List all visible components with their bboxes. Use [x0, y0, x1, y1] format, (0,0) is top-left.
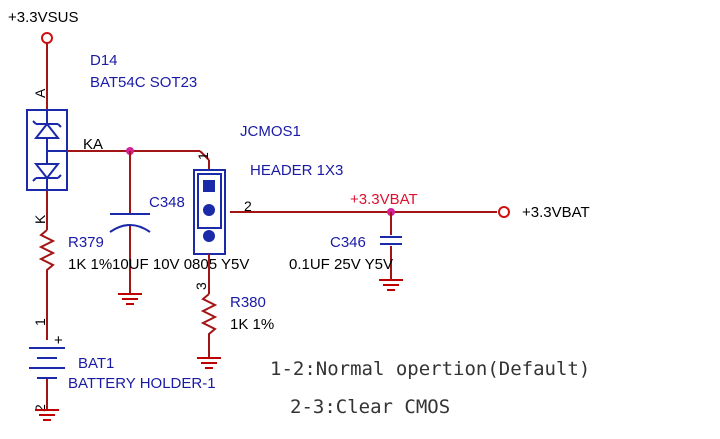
- d14-lower-diode-icon: [33, 163, 61, 180]
- c348-value: 10UF 10V 0805 Y5V: [112, 256, 249, 273]
- r380-value: 1K 1%: [230, 316, 274, 333]
- bat1-ref: BAT1: [78, 355, 114, 372]
- bat1-plus: +: [54, 332, 63, 349]
- vsus-net-label: +3.3VSUS: [8, 9, 78, 26]
- c348-capacitor: C348 10UF 10V 0805 Y5V: [109, 151, 249, 294]
- d14-upper-diode-icon: [33, 122, 61, 139]
- jcmos1-value: HEADER 1X3: [250, 162, 343, 179]
- note-clear-cmos: 2-3:Clear CMOS: [290, 396, 450, 418]
- vsus-power-port: +3.3VSUS: [8, 9, 78, 44]
- d14-pin-k: K: [32, 214, 48, 224]
- jcmos1-pin3-label: 3: [193, 282, 209, 290]
- ka-net-label: KA: [83, 136, 103, 153]
- jcmos1-pin1-square: [203, 180, 215, 192]
- r379-zigzag: [38, 229, 56, 274]
- c346-ref: C346: [330, 234, 366, 251]
- jcmos1-ref: JCMOS1: [240, 123, 301, 140]
- bat1-value: BATTERY HOLDER-1: [68, 375, 216, 392]
- d14-diode: D14 BAT54C SOT23 A K: [26, 52, 197, 224]
- jcmos1-pin3-dot: [203, 230, 215, 242]
- vbat-port-label: +3.3VBAT: [522, 204, 590, 221]
- wire-ka-to-jcmos-pin1: [199, 150, 210, 161]
- vbat-net: +3.3VBAT +3.3VBAT: [230, 191, 590, 221]
- r380-ground-icon: [197, 357, 221, 369]
- jumper-notes: 1-2:Normal opertion(Default) 2-3:Clear C…: [270, 358, 590, 418]
- ka-net: KA: [67, 136, 210, 170]
- d14-value: BAT54C SOT23: [90, 74, 197, 91]
- vsus-port-circle: [41, 32, 53, 44]
- r379-value: 1K 1%: [68, 256, 112, 273]
- r380-resistor: R380 1K 1%: [200, 254, 274, 358]
- jcmos1-pin2-dot: [203, 204, 215, 216]
- bat1-battery: 1 2 + BAT1 BATTERY HOLDER-1: [29, 318, 216, 412]
- bat1-pin1: 1: [32, 318, 48, 326]
- vbat-port-circle: [498, 206, 510, 218]
- c346-capacitor: C346 0.1UF 25V Y5V: [289, 212, 402, 280]
- jcmos1-pin1-label: 1: [195, 152, 211, 160]
- c348-plate-bottom: [109, 224, 151, 233]
- note-normal-operation: 1-2:Normal opertion(Default): [270, 358, 590, 380]
- r380-zigzag: [200, 293, 218, 358]
- c346-value: 0.1UF 25V Y5V: [289, 256, 393, 273]
- d14-pin-a: A: [32, 88, 48, 98]
- vbat-net-label: +3.3VBAT: [350, 191, 418, 208]
- jcmos1-header: JCMOS1 HEADER 1X3 1 2 3: [193, 123, 343, 290]
- c346-ground-icon: [379, 279, 403, 291]
- r379-ref: R379: [68, 234, 104, 251]
- c348-ref: C348: [149, 194, 185, 211]
- bat1-pin2: 2: [32, 404, 48, 412]
- d14-ref: D14: [90, 52, 118, 69]
- c348-ground-icon: [118, 293, 142, 305]
- r380-ref: R380: [230, 294, 266, 311]
- bat1-ground-icon: [35, 409, 59, 421]
- jcmos1-pin2-label: 2: [244, 198, 252, 214]
- r379-resistor: R379 1K 1%: [38, 229, 112, 274]
